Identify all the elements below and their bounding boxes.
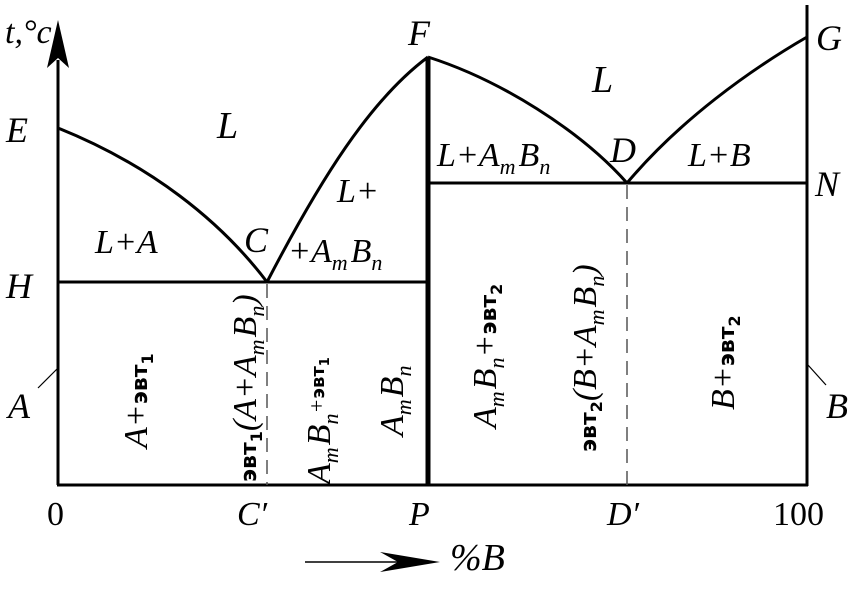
svg-text:AmBn+эвт2: AmBn+эвт2 [467, 284, 509, 430]
svg-text:A+эвт1: A+эвт1 [118, 353, 157, 450]
region-l-plus-b: L+B [687, 137, 751, 174]
x-arrow-icon [380, 552, 440, 572]
point-g: G [816, 18, 842, 58]
region-liquid-left: L [216, 105, 238, 147]
region-b-plus-evt2: B+эвт2 [705, 315, 744, 410]
point-b: B [826, 386, 848, 426]
svg-text:эвт1(A+AmBn): эвт1(A+AmBn) [227, 294, 269, 482]
region-a-plus-evt1: A+эвт1 [118, 353, 157, 450]
svg-text:AmBn+эвт1: AmBn+эвт1 [301, 357, 343, 486]
tick-p: P [408, 496, 430, 533]
point-h: H [5, 266, 34, 306]
region-evt1-mixture: эвт1(A+AmBn) [227, 294, 269, 482]
svg-text:B+эвт2: B+эвт2 [705, 315, 744, 410]
region-plus-ambn-left: +AmBn [288, 233, 382, 275]
point-a: A [6, 386, 31, 426]
region-l-plus-top: L+ [336, 173, 379, 210]
leader-a [37, 367, 59, 389]
point-e: E [5, 110, 28, 150]
svg-text:+AmBn: +AmBn [288, 233, 382, 275]
region-ambn: AmBn [374, 366, 416, 438]
region-evt2-mixture: эвт2(B+AmBn) [567, 264, 609, 452]
liquidus-c-f [265, 55, 429, 283]
region-l-plus-a: L+A [94, 224, 158, 261]
tick-0: 0 [47, 496, 64, 533]
point-f: F [407, 13, 431, 53]
liquidus-d-g [625, 35, 808, 184]
region-ambn-plus-evt1: AmBn+эвт1 [301, 357, 343, 486]
y-axis-label: t,°c [5, 14, 52, 51]
point-n: N [814, 164, 841, 204]
point-c: C [244, 220, 269, 260]
tick-100: 100 [773, 496, 824, 533]
tick-c-prime: C′ [237, 496, 268, 533]
liquidus-f-d [427, 55, 629, 184]
y-axis-arrow-icon [47, 20, 69, 68]
svg-text:L+AmBn: L+AmBn [436, 137, 550, 179]
x-axis-label: %B [450, 537, 505, 579]
svg-text:эвт2(B+AmBn): эвт2(B+AmBn) [567, 264, 609, 452]
region-l-plus-ambn-right: L+AmBn [436, 137, 550, 179]
region-ambn-plus-evt2: AmBn+эвт2 [467, 284, 509, 430]
region-liquid-right: L [591, 59, 613, 101]
leader-b [807, 364, 827, 386]
tick-d-prime: D′ [606, 496, 640, 533]
liquidus-e-c [57, 126, 269, 283]
point-d: D [609, 130, 636, 170]
svg-text:AmBn: AmBn [374, 366, 416, 438]
